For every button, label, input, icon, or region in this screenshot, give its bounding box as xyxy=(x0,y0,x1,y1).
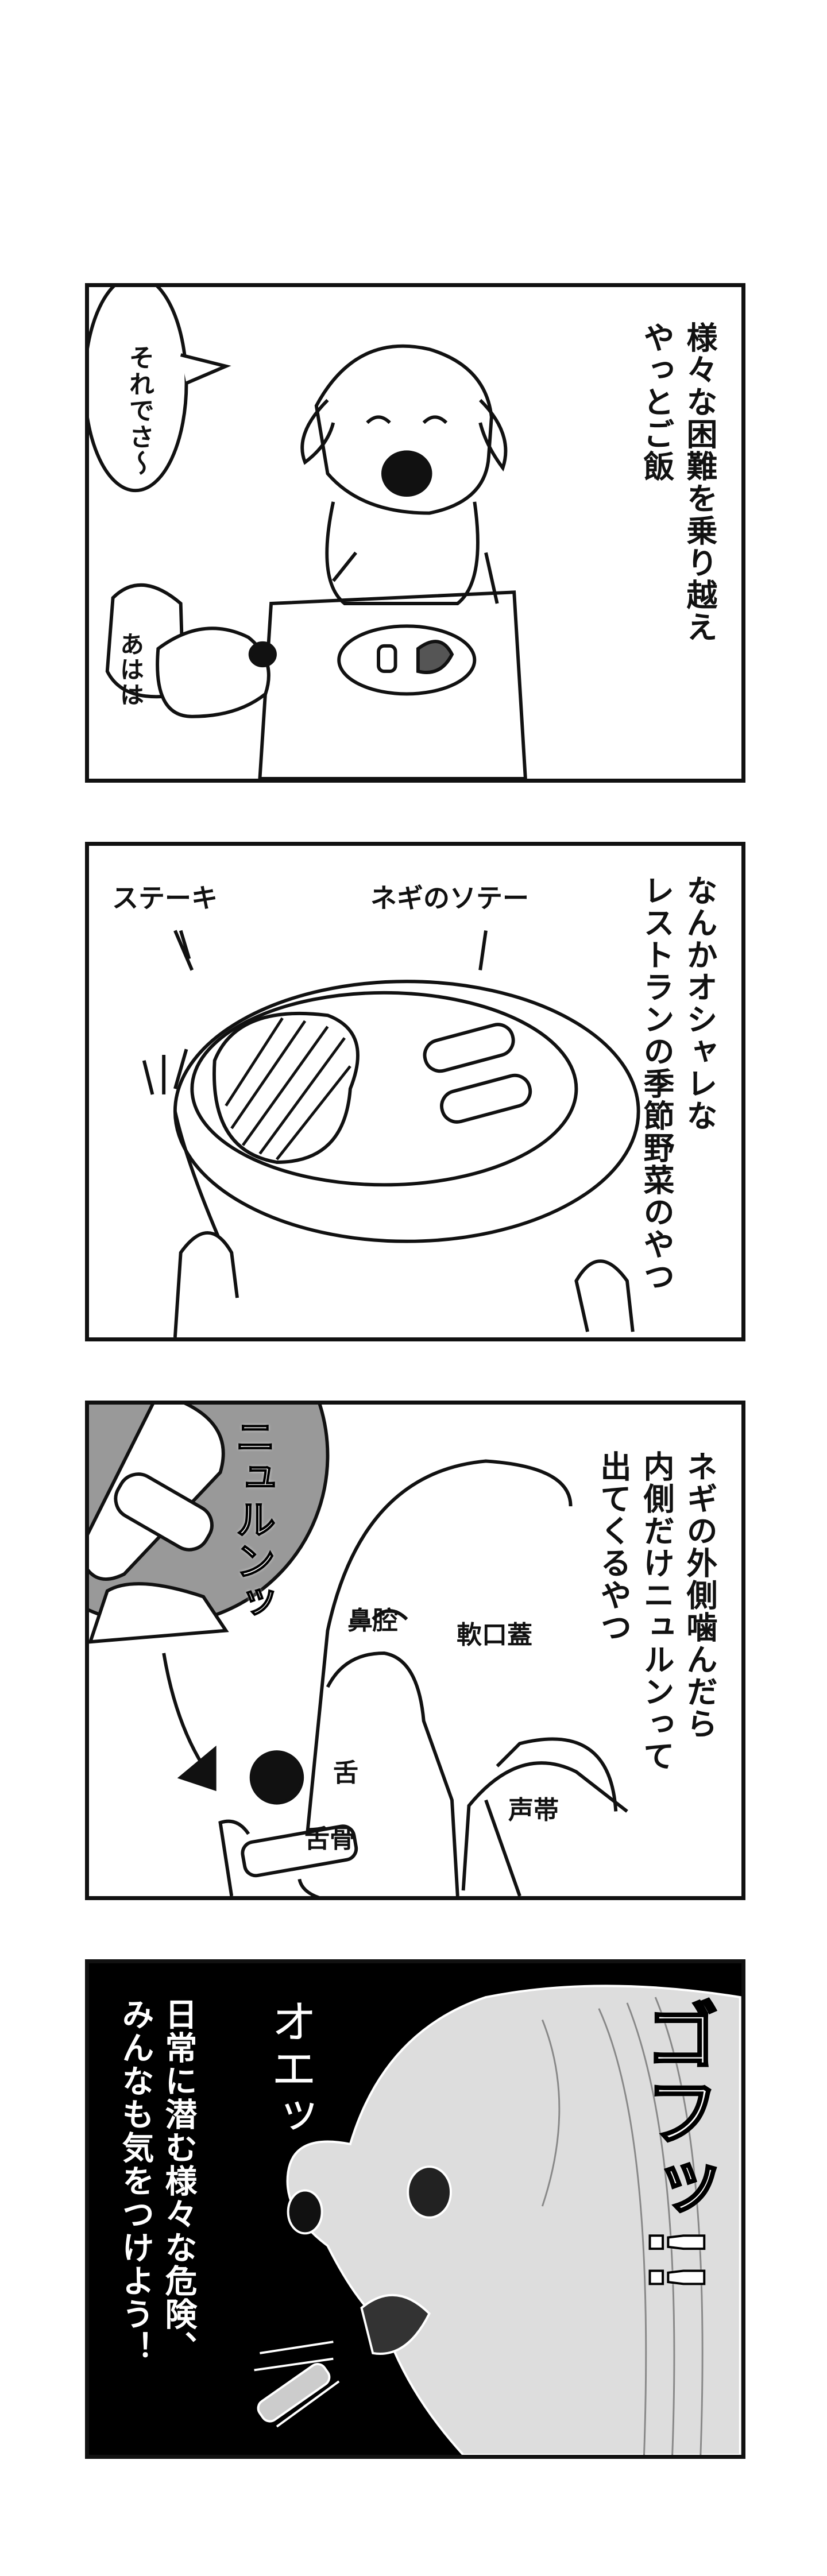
tongue xyxy=(297,1878,320,1896)
fork xyxy=(142,1049,222,1242)
dog-eye xyxy=(407,2165,452,2219)
narration-column-1: 日常に潜む様々な危険、 xyxy=(160,1998,197,2364)
sfx-nyurun: ニュルンッ xyxy=(229,1415,277,1623)
sfx-oeh: オエッ xyxy=(264,1998,317,2139)
label-hyoid-bone: 舌骨 xyxy=(304,1824,355,1854)
negi-closeup xyxy=(114,1472,214,1552)
arrow-steak xyxy=(173,930,194,971)
dog-head-outline xyxy=(303,1459,573,1857)
speech-text-2: あはは xyxy=(116,632,145,707)
label-negi-saute: ネギのソテー xyxy=(370,883,529,914)
dog-head xyxy=(314,344,493,515)
steak xyxy=(212,1011,360,1164)
fur-texture xyxy=(541,1997,704,2455)
comic-panel-1: 様々な困難を乗り越え やっとご飯 それでさ〜 あはは xyxy=(85,283,745,783)
panel-4-illustration xyxy=(254,1985,741,2455)
narration-column-2: 内側だけニュルンって xyxy=(638,1451,674,1772)
comic-panel-4: 日常に潜む様々な危険、 みんなも気をつけよう！ オエッ ゴフッ!! xyxy=(85,1959,745,2459)
speech-text-1: それでさ〜 xyxy=(125,345,154,477)
narration-column-1: なんかオシャレな xyxy=(681,875,717,1132)
dog-body xyxy=(325,501,480,605)
dog-eyes xyxy=(366,415,448,424)
panel-3-illustration xyxy=(89,1405,628,1896)
dog-open-mouth xyxy=(360,2293,431,2355)
plate xyxy=(337,624,477,696)
label-steak: ステーキ xyxy=(112,883,218,914)
fork xyxy=(218,1819,250,1896)
motion-lines xyxy=(254,2341,340,2428)
nasal-cavity xyxy=(326,1651,459,1896)
label-nasal-cavity: 鼻腔 xyxy=(347,1606,398,1635)
plate-rim xyxy=(190,991,578,1187)
arrow-negi xyxy=(478,930,488,970)
second-dog-head xyxy=(156,626,270,718)
flying-negi xyxy=(257,2362,331,2423)
sfx-gofu: ゴフッ!! xyxy=(631,1997,721,2297)
throat xyxy=(461,1761,628,1896)
steak xyxy=(416,640,454,674)
comic-panel-3: ネギの外側噛んだら 内側だけニュルンって 出てくるやつ ニュルンッ 鼻腔 軟口蓋… xyxy=(85,1401,745,1900)
negi-in-mouth xyxy=(241,1824,358,1878)
paw-right xyxy=(574,1259,635,1332)
steak-hatching xyxy=(225,1017,351,1161)
label-tongue: 舌 xyxy=(333,1758,358,1788)
panel-1-illustration xyxy=(89,287,527,779)
paw-left xyxy=(173,1231,239,1337)
dog-eye xyxy=(372,1609,408,1621)
dog-nose xyxy=(249,1750,304,1805)
dog-ear-left xyxy=(300,399,335,465)
narration-column-2: レストランの季節野菜のやつ xyxy=(638,875,674,1293)
narration-column-2: やっとご飯 xyxy=(638,322,674,482)
curved-arrow xyxy=(162,1653,205,1767)
narration-column-3: 出てくるやつ xyxy=(595,1451,631,1643)
dog-nose xyxy=(287,2189,323,2235)
negi-1 xyxy=(423,1023,515,1073)
table xyxy=(258,590,527,779)
dog-nose xyxy=(381,450,432,497)
narration-column-1: 様々な困難を乗り越え xyxy=(681,322,717,643)
dog-ear-right xyxy=(478,399,508,472)
narration-column-1: ネギの外側噛んだら xyxy=(681,1451,717,1740)
negi-2 xyxy=(440,1073,532,1124)
label-vocal-cords: 声帯 xyxy=(508,1796,559,1825)
negi xyxy=(377,644,397,674)
narration-column-2: みんなも気をつけよう！ xyxy=(117,1998,154,2364)
comic-panel-2: ステーキ ネギのソテー なんかオシャレな レストランの季節野菜のやつ xyxy=(85,842,745,1341)
label-soft-palate: 軟口蓋 xyxy=(457,1620,532,1650)
utensils xyxy=(332,551,499,604)
panel-2-illustration xyxy=(142,930,640,1337)
dog-ear xyxy=(496,1737,618,1812)
